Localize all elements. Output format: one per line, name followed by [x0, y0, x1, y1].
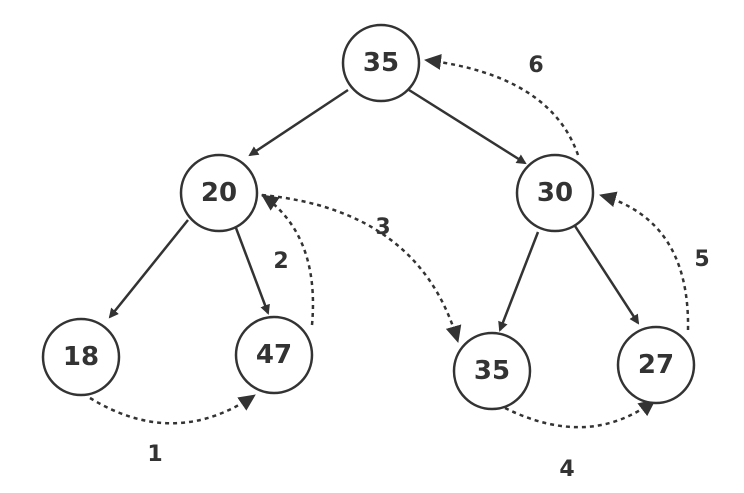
- node-right-right-label: 27: [638, 350, 674, 380]
- step-path-4: [504, 399, 656, 429]
- node-left-right-label: 47: [256, 340, 292, 370]
- edge-left-left-right: [234, 227, 270, 315]
- step-label-4: 4: [559, 457, 574, 482]
- node-left-right: 47: [234, 315, 314, 395]
- tree-nodes: 35 20 30 18 47 35 27: [41, 23, 696, 411]
- edge-root-left: [248, 88, 349, 157]
- step-path-2: [261, 193, 315, 326]
- node-left-left-label: 18: [63, 342, 99, 372]
- edge-right-right-right: [573, 225, 640, 325]
- node-right-left: 35: [452, 331, 532, 411]
- step-path-3: [261, 193, 462, 343]
- node-right-label: 30: [537, 178, 573, 208]
- tree-edges: [108, 88, 640, 332]
- node-right: 30: [515, 153, 595, 233]
- node-right-right: 27: [616, 325, 696, 405]
- step-path-5: [599, 191, 690, 331]
- edge-root-right: [408, 88, 527, 165]
- step-label-5: 5: [694, 247, 709, 272]
- node-right-left-label: 35: [474, 356, 510, 386]
- step-label-3: 3: [375, 215, 390, 240]
- node-root: 35: [341, 23, 421, 103]
- step-label-6: 6: [528, 53, 543, 78]
- step-label-2: 2: [273, 249, 288, 274]
- node-left-label: 20: [201, 178, 237, 208]
- traversal-steps: 1 2 3 4 5 6: [89, 53, 710, 482]
- step-path-6: [424, 53, 580, 156]
- edge-left-left-left: [108, 219, 189, 319]
- step-path-1: [89, 393, 256, 425]
- node-left-left: 18: [41, 317, 121, 397]
- node-root-label: 35: [363, 48, 399, 78]
- edge-right-right-left: [498, 231, 540, 332]
- node-left: 20: [179, 153, 259, 233]
- step-label-1: 1: [147, 442, 162, 467]
